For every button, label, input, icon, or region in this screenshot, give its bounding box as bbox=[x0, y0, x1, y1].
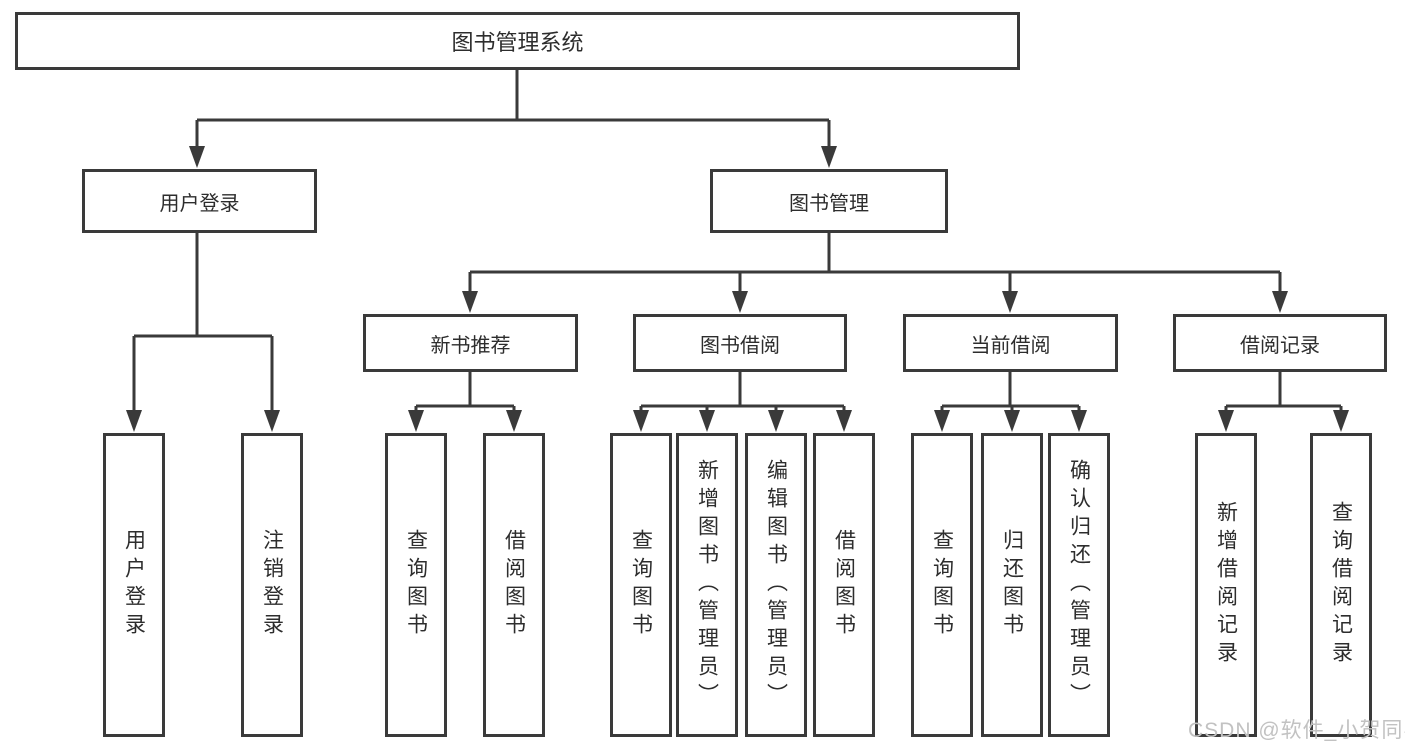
leaf-query-borrow-record: 查询借阅记录 bbox=[1310, 433, 1372, 737]
leaf-logout: 注销登录 bbox=[241, 433, 303, 737]
node-label: 归还图书 bbox=[1000, 529, 1024, 641]
leaf-add-borrow-record: 新增借阅记录 bbox=[1195, 433, 1257, 737]
node-label: 查询图书 bbox=[930, 529, 954, 641]
node-label: 借阅图书 bbox=[832, 529, 856, 641]
node-label: 查询图书 bbox=[629, 529, 653, 641]
leaf-query-books-3: 查询图书 bbox=[911, 433, 973, 737]
node-label: 新增图书（管理员） bbox=[695, 459, 719, 711]
leaf-return-book: 归还图书 bbox=[981, 433, 1043, 737]
node-label: 当前借阅 bbox=[970, 334, 1051, 357]
leaf-borrow-books-1: 借阅图书 bbox=[483, 433, 545, 737]
leaf-confirm-return-admin: 确认归还（管理员） bbox=[1048, 433, 1110, 737]
node-new-book-recommend: 新书推荐 bbox=[363, 314, 578, 372]
node-label: 图书管理 bbox=[789, 192, 869, 215]
node-current-borrowing: 当前借阅 bbox=[903, 314, 1118, 372]
leaf-borrow-books-2: 借阅图书 bbox=[813, 433, 875, 737]
node-label: 借阅图书 bbox=[502, 529, 526, 641]
leaf-add-book-admin: 新增图书（管理员） bbox=[676, 433, 738, 737]
node-label: 图书借阅 bbox=[700, 334, 780, 357]
node-book-management: 图书管理 bbox=[710, 169, 948, 233]
leaf-user-login: 用户登录 bbox=[103, 433, 165, 737]
node-label: 注销登录 bbox=[260, 529, 284, 641]
node-label: 用户登录 bbox=[159, 192, 240, 215]
node-borrowing-records: 借阅记录 bbox=[1173, 314, 1387, 372]
node-label: 新书推荐 bbox=[430, 334, 511, 357]
leaf-query-books-1: 查询图书 bbox=[385, 433, 447, 737]
node-library-management-system: 图书管理系统 bbox=[15, 12, 1020, 70]
node-label: 图书管理系统 bbox=[451, 30, 584, 55]
node-label: 查询借阅记录 bbox=[1329, 501, 1353, 669]
leaf-query-books-2: 查询图书 bbox=[610, 433, 672, 737]
node-label: 借阅记录 bbox=[1240, 334, 1320, 357]
node-label: 查询图书 bbox=[404, 529, 428, 641]
node-label: 编辑图书（管理员） bbox=[764, 459, 788, 711]
node-label: 新增借阅记录 bbox=[1214, 501, 1238, 669]
arrowheads bbox=[126, 146, 1349, 432]
node-label: 确认归还（管理员） bbox=[1067, 459, 1091, 711]
csdn-watermark: CSDN @软件_小贺同学 bbox=[1188, 719, 1405, 742]
node-user-login: 用户登录 bbox=[82, 169, 317, 233]
node-label: 用户登录 bbox=[122, 529, 146, 641]
node-book-borrowing: 图书借阅 bbox=[633, 314, 847, 372]
leaf-edit-book-admin: 编辑图书（管理员） bbox=[745, 433, 807, 737]
